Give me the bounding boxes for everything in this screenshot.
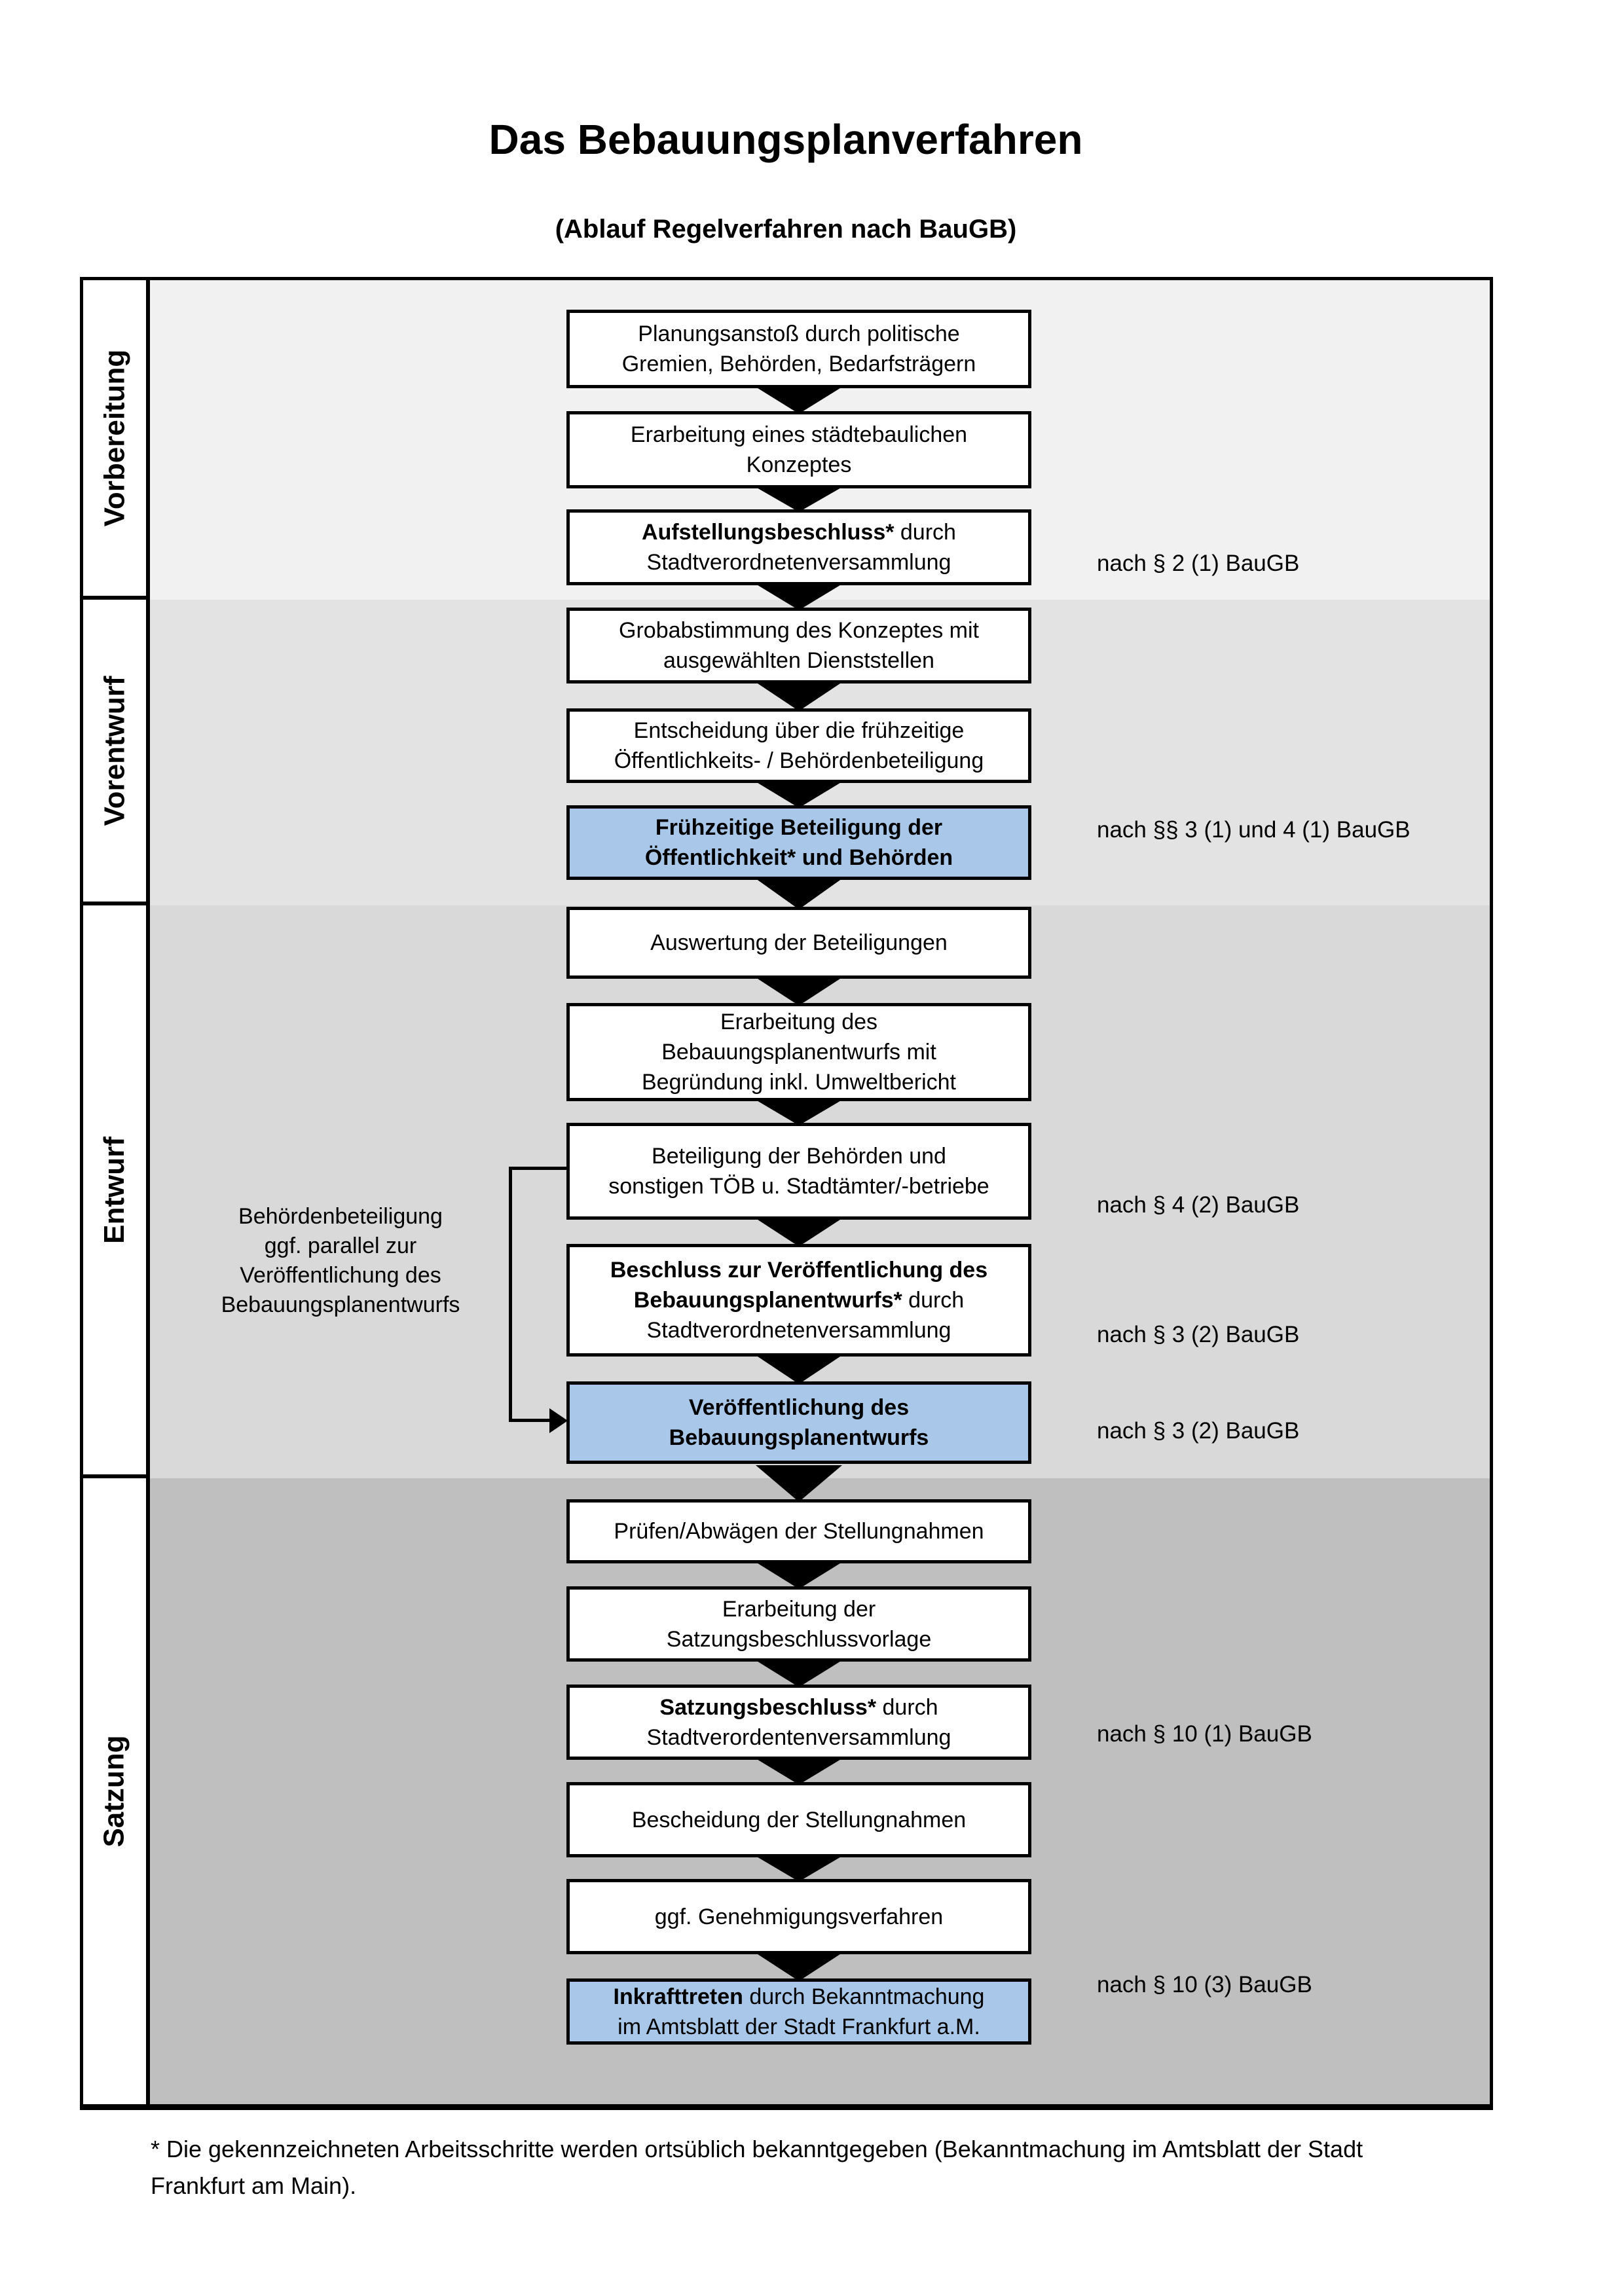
flow-box-line: sonstigen TÖB u. Stadtämter/-betriebe <box>608 1174 989 1199</box>
down-arrow-icon <box>756 487 842 512</box>
legal-reference: nach § 10 (3) BauGB <box>1097 1972 1312 1997</box>
flow-box-step-16: ggf. Genehmigungsverfahren <box>566 1879 1031 1954</box>
flow-box-line: Bescheidung der Stellungnahmen <box>631 1807 967 1832</box>
process-diagram-frame: Vorbereitung Vorentwurf Entwurf Satzung … <box>80 277 1493 2110</box>
down-arrow-icon <box>756 387 842 414</box>
flow-box-line: Stadtverordentenversammlung <box>646 1724 951 1750</box>
label-column-divider <box>146 280 150 2104</box>
flow-box-line: Planungsanstoß durch politische <box>638 321 960 346</box>
parallel-note: Behördenbeteiligung ggf. parallel zur Ve… <box>221 1204 460 1317</box>
flow-box-line: Öffentlichkeit* und Behörden <box>644 845 953 870</box>
phase-cell-vorbereitung: Vorbereitung <box>83 280 146 600</box>
flow-box-line: Stadtverordnetenversammlung <box>646 1318 951 1343</box>
flow-box-line: Frühzeitige Beteiligung der <box>655 815 943 840</box>
flow-box-step-17: Inkrafttreten durch Bekanntmachung im Amt… <box>566 1978 1031 2045</box>
down-arrow-icon <box>756 1660 842 1687</box>
legal-reference: nach § 3 (2) BauGB <box>1097 1322 1300 1347</box>
flow-box-line: Grobabstimmung des Konzeptes mit <box>619 618 979 643</box>
flow-box-line: Beschluss zur Veröffentlichung des <box>610 1258 988 1283</box>
flow-box-line: Aufstellungsbeschluss* durch <box>642 520 956 545</box>
down-arrow-icon <box>756 879 842 909</box>
flow-box-line: Inkrafttreten durch Bekanntmachung <box>613 1984 985 2009</box>
flow-box-step-15: Bescheidung der Stellungnahmen <box>566 1782 1031 1857</box>
flow-box-line: Auswertung der Beteiligungen <box>650 930 948 955</box>
flow-box-step-12: Prüfen/Abwägen der Stellungnahmen <box>566 1499 1031 1563</box>
flow-box-line: Bebauungsplanentwurfs* durch <box>633 1288 965 1313</box>
down-arrow-icon <box>756 584 842 610</box>
flow-box-line: Erarbeitung des <box>720 1010 878 1034</box>
flow-box-line: Konzeptes <box>746 452 852 477</box>
down-arrow-icon <box>756 1218 842 1247</box>
down-arrow-icon <box>756 1562 842 1589</box>
flow-box-step-7: Auswertung der Beteiligungen <box>566 907 1031 979</box>
legal-reference: nach § 2 (1) BauGB <box>1097 551 1300 576</box>
flow-box-line: Entscheidung über die frühzeitige <box>633 718 965 743</box>
flow-box-line: Beteiligung der Behörden und <box>652 1144 946 1169</box>
flow-box-line: Erarbeitung der <box>722 1596 876 1622</box>
down-arrow-icon <box>756 1465 842 1502</box>
page-title: Das Bebauungsplanverfahren <box>489 116 1083 163</box>
down-arrow-icon <box>756 682 842 711</box>
down-arrow-icon <box>756 782 842 808</box>
flow-box-line: ggf. Genehmigungsverfahren <box>654 1904 944 1929</box>
parallel-arrow-top-segment <box>509 1167 566 1170</box>
flow-box-line: Bebauungsplanentwurfs mit <box>661 1040 936 1065</box>
page-subtitle: (Ablauf Regelverfahren nach BauGB) <box>555 215 1017 244</box>
down-arrow-icon <box>756 1953 842 1981</box>
phase-cell-satzung: Satzung <box>83 1478 146 2104</box>
flow-box-line: im Amtsblatt der Stadt Frankfurt a.M. <box>618 2014 980 2039</box>
flow-box-line: Veröffentlichung des <box>688 1395 910 1420</box>
legal-reference: nach §§ 3 (1) und 4 (1) BauGB <box>1097 817 1411 843</box>
phase-cell-entwurf: Entwurf <box>83 905 146 1478</box>
flow-box-line: Öffentlichkeits- / Behördenbeteiligung <box>614 748 984 773</box>
flow-box-line: Erarbeitung eines städtebaulichen <box>630 422 968 447</box>
parallel-arrow-bottom-segment <box>509 1419 551 1422</box>
legal-reference: nach § 10 (1) BauGB <box>1097 1721 1312 1747</box>
flow-box-line: Satzungsbeschlussvorlage <box>666 1626 932 1652</box>
flow-box-step-9: Beteiligung der Behörden und sonstigen TÖ… <box>566 1123 1031 1220</box>
down-arrow-icon <box>756 1355 842 1384</box>
parallel-arrow-vertical-line <box>509 1167 512 1422</box>
flow-box-line: Stadtverordnetenversammlung <box>646 550 951 575</box>
legal-reference: nach § 4 (2) BauGB <box>1097 1192 1300 1218</box>
phase-cell-vorentwurf: Vorentwurf <box>83 600 146 905</box>
flow-box-line: Prüfen/Abwägen der Stellungnahmen <box>614 1519 984 1544</box>
flow-box-step-4: Grobabstimmung des Konzeptes mit ausgewäh… <box>566 608 1031 683</box>
flow-box-line: Bebauungsplanentwurfs <box>669 1425 929 1450</box>
flow-box-line: ausgewählten Dienststellen <box>663 648 934 673</box>
down-arrow-icon <box>756 1758 842 1785</box>
flow-box-line: Begründung inkl. Umweltbericht <box>641 1070 957 1095</box>
down-arrow-icon <box>756 977 842 1006</box>
footnote: * Die gekennzeichneten Arbeitsschritte w… <box>151 2136 1363 2199</box>
down-arrow-icon <box>756 1100 842 1125</box>
legal-reference: nach § 3 (2) BauGB <box>1097 1418 1300 1444</box>
flow-box-line: Gremien, Behörden, Bedarfsträgern <box>621 352 976 376</box>
down-arrow-icon <box>756 1856 842 1882</box>
parallel-arrow-head-icon <box>549 1408 568 1433</box>
flow-box-line: Satzungsbeschluss* durch <box>659 1694 938 1720</box>
